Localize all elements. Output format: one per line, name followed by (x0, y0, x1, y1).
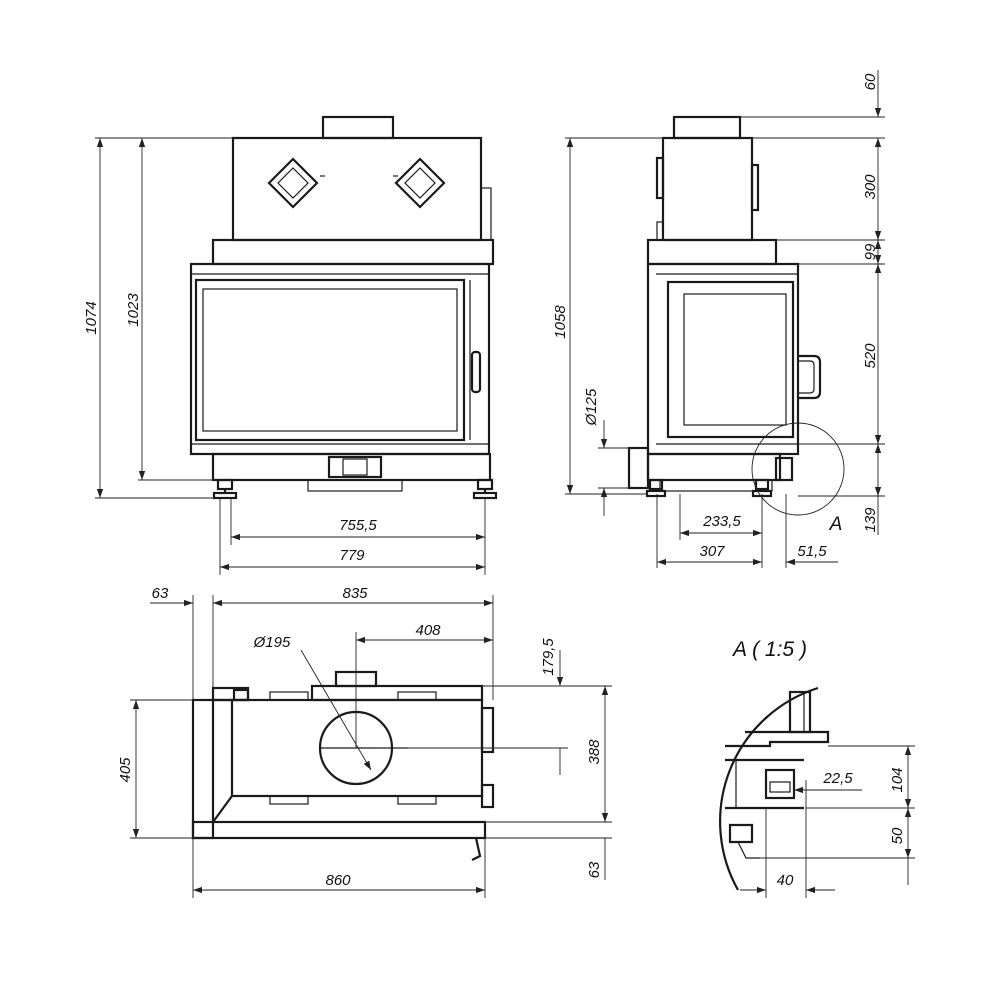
upper-section (231, 136, 483, 242)
air-vent-right (393, 157, 446, 209)
side-glass (683, 293, 787, 426)
detail-a-label: A (829, 514, 843, 535)
air-vent-left (267, 157, 325, 209)
dim-flue-diameter: Ø195 (253, 634, 291, 651)
dim-top-plate: 99 (862, 243, 879, 260)
vent-plan-left (269, 691, 309, 701)
side-handle (798, 354, 822, 400)
dim-total-width: 860 (325, 872, 351, 889)
side-dimensions (565, 70, 885, 568)
side-view: 1058 Ø125 60 300 99 520 139 233,5 307 51… (552, 70, 885, 568)
dim-height-upper: 104 (889, 767, 906, 792)
dim-left-offset: 63 (152, 585, 169, 602)
dim-upper-section: 300 (862, 174, 879, 200)
dim-bottom-offset: 63 (586, 861, 603, 878)
base-side (646, 452, 782, 482)
foot-side-left (645, 478, 667, 498)
front-dimensions (95, 137, 486, 575)
detail-boundary-arc (719, 686, 819, 891)
door-handle (470, 350, 482, 394)
dim-depth-left: 405 (117, 757, 134, 783)
detail-a-view: A ( 1:5 ) 22,5 104 50 40 (719, 638, 915, 898)
detail-a-marker-circle (751, 422, 845, 516)
handle-plan (480, 706, 495, 754)
side-glass-frame (666, 280, 795, 439)
air-inlet-pipe (627, 446, 650, 490)
dim-foot-offset-detail: 40 (777, 872, 794, 889)
dim-height-lower: 50 (889, 827, 906, 844)
detail-dimensions (740, 745, 915, 898)
front-wall (191, 820, 487, 840)
dim-feet-span: 755,5 (339, 517, 377, 534)
vent-plan-right (397, 691, 437, 701)
dim-air-inlet-diameter: Ø125 (583, 388, 600, 426)
dim-side-height: 1058 (552, 305, 569, 339)
detail-foot-base (728, 823, 754, 844)
dim-body-height: 1023 (125, 293, 142, 327)
flue-collar (321, 115, 395, 140)
plan-dimensions (130, 595, 612, 898)
vent-left-side (655, 156, 665, 200)
flue-collar-side (672, 115, 742, 140)
ash-pan-side (659, 479, 773, 492)
dim-top-width: 835 (342, 585, 368, 602)
dim-foot-offset: 51,5 (797, 543, 827, 560)
front-view: 1074 1023 755,5 779 (83, 115, 498, 575)
left-side-wall (191, 698, 215, 840)
dim-total-height: 1074 (83, 301, 100, 334)
vent-right-side (750, 163, 760, 212)
detail-a-title: A ( 1:5 ) (731, 638, 807, 661)
ash-pan (307, 479, 403, 492)
control-lever (774, 456, 794, 482)
dim-inlet-offset: 233,5 (702, 513, 741, 530)
dim-width: 779 (339, 547, 365, 564)
glass-panel (202, 288, 458, 432)
dim-depth: 307 (699, 543, 725, 560)
plan-view: 63 835 408 Ø195 179,5 405 388 63 860 (117, 585, 612, 898)
adjustable-foot-left (212, 478, 238, 500)
dim-flue-top: 60 (862, 73, 879, 90)
firebox-body (189, 262, 491, 456)
top-plate-side (646, 238, 778, 266)
adjustable-foot-right (472, 478, 498, 500)
side-bracket (480, 187, 492, 241)
glass-frame (194, 278, 466, 442)
detail-foot-block (764, 768, 796, 800)
air-control-knob (327, 455, 383, 479)
dim-glass-height: 520 (862, 343, 879, 369)
dim-depth-right: 388 (586, 739, 603, 765)
dim-flue-offset: 408 (415, 622, 441, 639)
upper-section-side (661, 136, 754, 242)
dim-bottom: 139 (862, 507, 879, 533)
top-plate (211, 238, 495, 266)
dim-flue-depth: 179,5 (540, 638, 557, 676)
dim-foot-width: 22,5 (822, 770, 853, 787)
